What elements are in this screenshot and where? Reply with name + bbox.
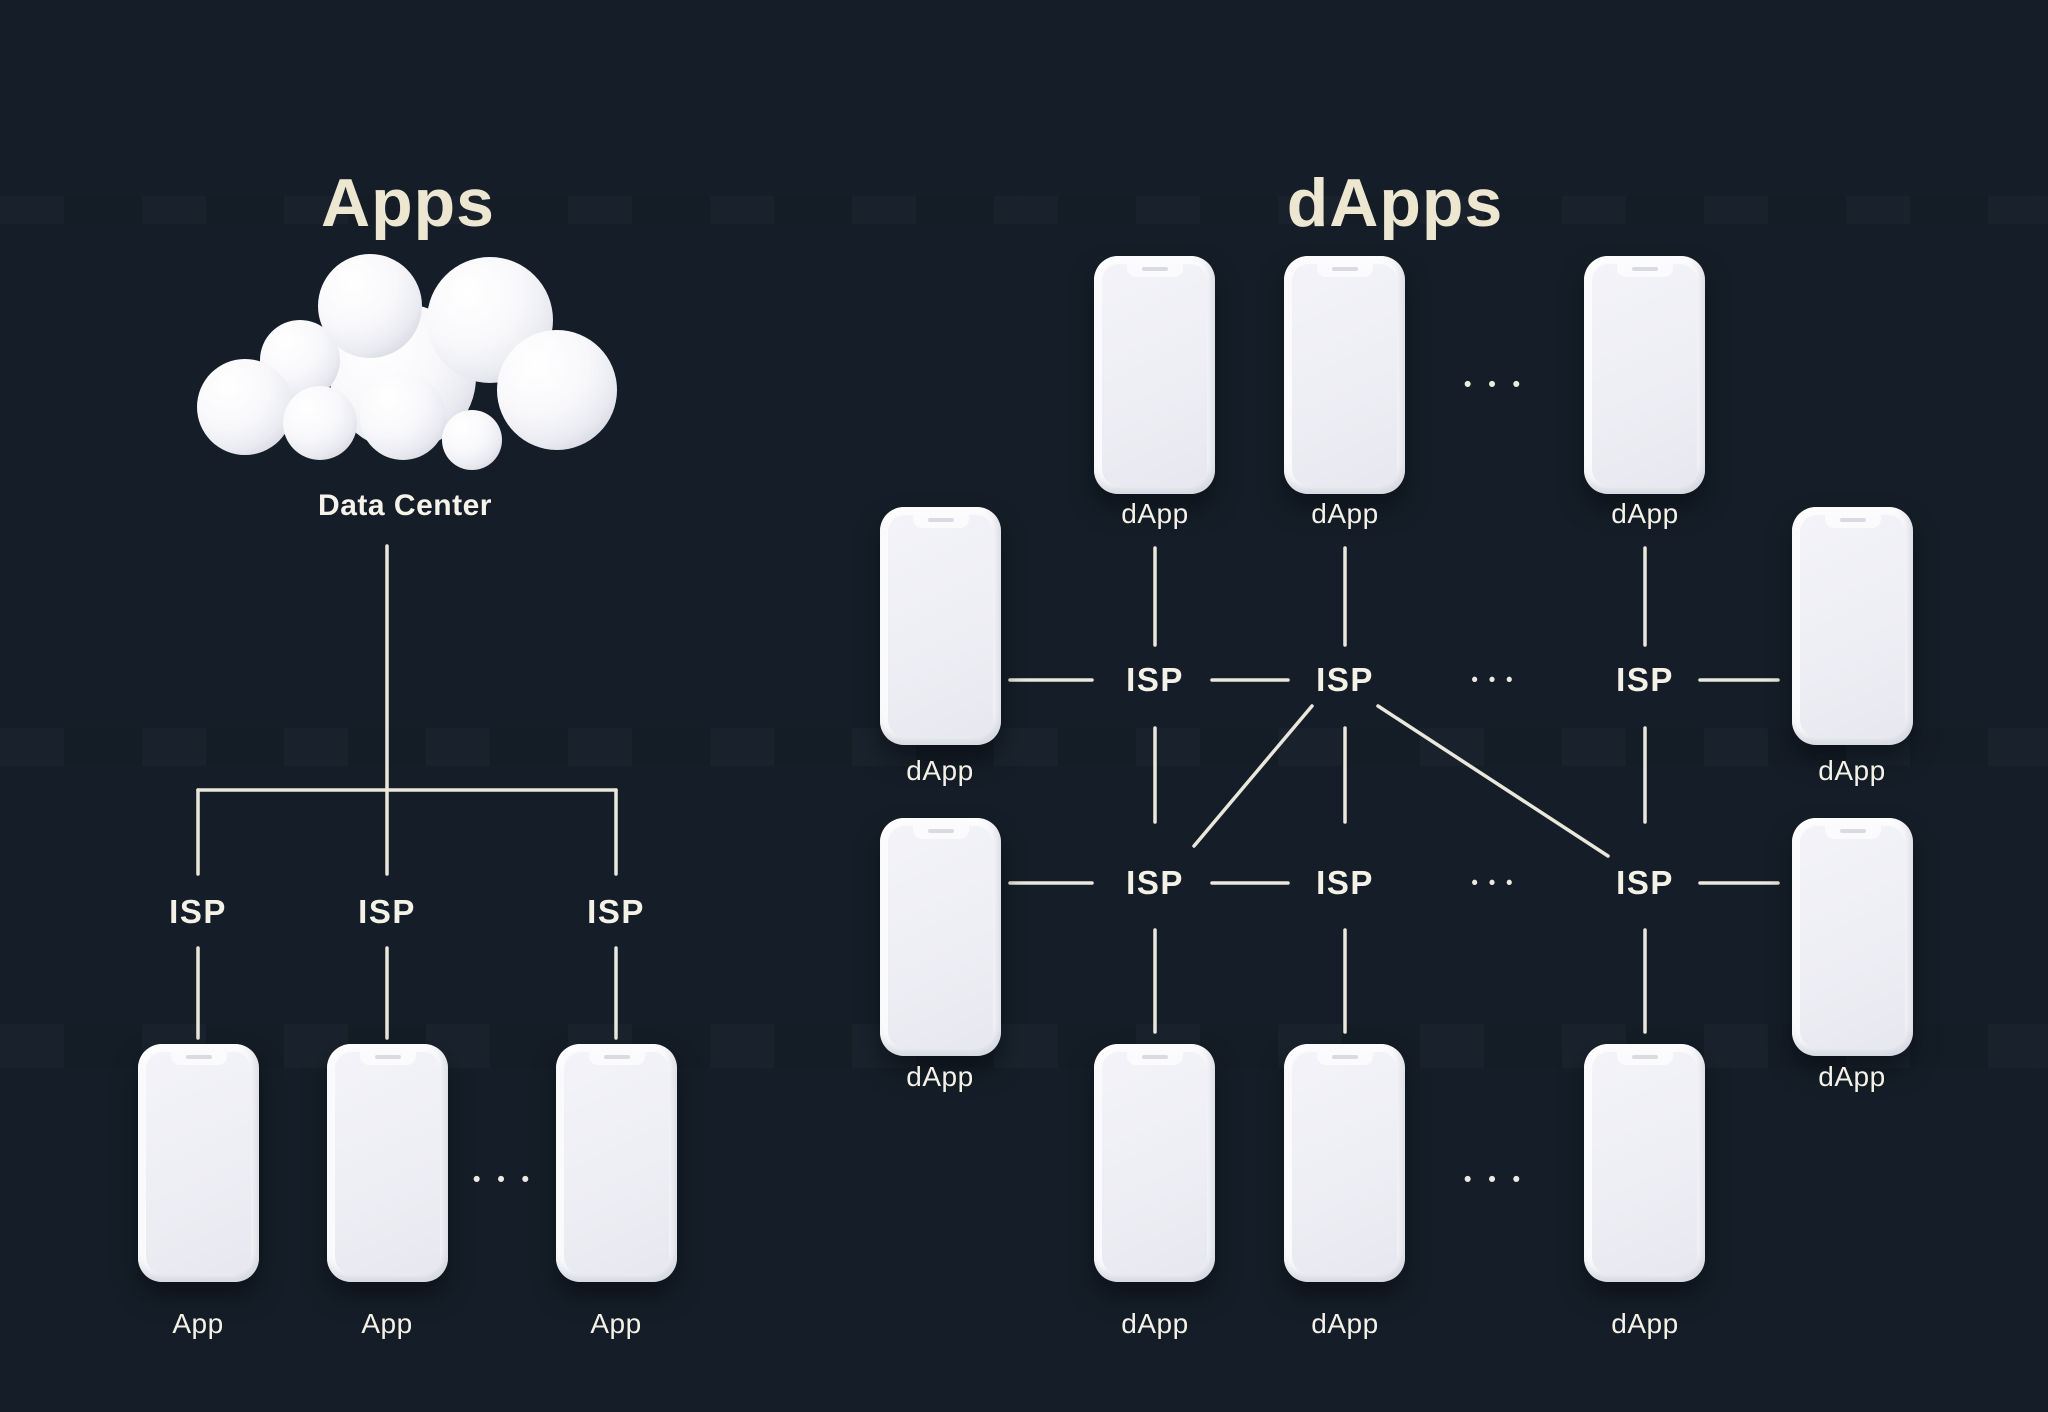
left-ellipsis-dots: ••• <box>472 1168 547 1191</box>
dapp-phone-left-lower <box>880 818 1001 1056</box>
left-isp-node-3: ISP <box>587 893 645 930</box>
phone-notch <box>588 1052 645 1065</box>
phone-speaker-icon <box>1839 829 1866 833</box>
phone-speaker-icon <box>927 829 954 833</box>
dapp-phone-bottom-3 <box>1584 1044 1705 1282</box>
phone-speaker-icon <box>1331 267 1358 271</box>
dapp-phone-top-3 <box>1584 256 1705 494</box>
phone-screen <box>564 1052 669 1274</box>
right-isp-row2-node-1: ISP <box>1126 864 1184 901</box>
phone-screen <box>1800 826 1905 1048</box>
phone-screen <box>1102 264 1207 486</box>
dapp-phone-right-lower-label: dApp <box>1818 1061 1886 1092</box>
phone-notch <box>1126 1052 1183 1065</box>
dapps-title: dApps <box>1286 164 1504 241</box>
app-phone-label-2: App <box>361 1308 413 1339</box>
dapp-phone-left-lower-label: dApp <box>906 1061 974 1092</box>
phone-screen <box>1592 1052 1697 1274</box>
phone-notch <box>1316 1052 1373 1065</box>
right-isp-row1-node-3: ISP <box>1616 661 1674 698</box>
bottom-ellipsis-dots: ••• <box>1463 1168 1538 1191</box>
top-ellipsis-dots: ••• <box>1463 373 1538 396</box>
phone-speaker-icon <box>1141 1055 1168 1059</box>
dapp-phone-bottom-label-2: dApp <box>1311 1308 1379 1339</box>
dapp-phone-top-label-3: dApp <box>1611 498 1679 529</box>
phone-speaker-icon <box>374 1055 401 1059</box>
isp-diagonal-line-1 <box>1192 704 1314 848</box>
right-isp-row1-node-2: ISP <box>1316 661 1374 698</box>
right-isp-row1-node-1: ISP <box>1126 661 1184 698</box>
phone-notch <box>1824 515 1881 528</box>
phone-screen <box>888 826 993 1048</box>
isp-row1-ellipsis-dots: ••• <box>1471 669 1524 690</box>
dapp-phone-bottom-1 <box>1094 1044 1215 1282</box>
phone-speaker-icon <box>927 518 954 522</box>
phone-notch <box>170 1052 227 1065</box>
dapp-phone-right-upper-label: dApp <box>1818 755 1886 786</box>
phone-notch <box>1126 264 1183 277</box>
right-isp-row2-node-3: ISP <box>1616 864 1674 901</box>
app-phone-1 <box>138 1044 259 1282</box>
dapp-phone-top-label-1: dApp <box>1121 498 1189 529</box>
phone-notch <box>912 515 969 528</box>
phone-speaker-icon <box>603 1055 630 1059</box>
phone-screen <box>1800 515 1905 737</box>
phone-screen <box>335 1052 440 1274</box>
phone-notch <box>359 1052 416 1065</box>
app-phone-label-1: App <box>172 1308 224 1339</box>
phone-screen <box>1102 1052 1207 1274</box>
isp-row2-ellipsis-dots: ••• <box>1471 872 1524 893</box>
phone-screen <box>888 515 993 737</box>
dapp-phone-right-upper <box>1792 507 1913 745</box>
app-phone-label-3: App <box>590 1308 642 1339</box>
data-center-cloud-icon <box>197 254 617 470</box>
dapp-phone-left-upper-label: dApp <box>906 755 974 786</box>
phone-speaker-icon <box>185 1055 212 1059</box>
phone-speaker-icon <box>1141 267 1168 271</box>
phone-screen <box>1292 264 1397 486</box>
phone-notch <box>1316 264 1373 277</box>
phone-speaker-icon <box>1331 1055 1358 1059</box>
isp-diagonal-line-2 <box>1376 704 1610 858</box>
dapp-phone-bottom-label-1: dApp <box>1121 1308 1189 1339</box>
dapp-phone-top-1 <box>1094 256 1215 494</box>
phone-notch <box>912 826 969 839</box>
phone-screen <box>146 1052 251 1274</box>
phone-notch <box>1616 1052 1673 1065</box>
data-center-label: Data Center <box>318 489 492 522</box>
app-phone-3 <box>556 1044 677 1282</box>
dapp-phone-left-upper <box>880 507 1001 745</box>
phone-speaker-icon <box>1631 1055 1658 1059</box>
phone-speaker-icon <box>1839 518 1866 522</box>
phone-notch <box>1616 264 1673 277</box>
phone-notch <box>1824 826 1881 839</box>
phone-screen <box>1292 1052 1397 1274</box>
dapp-phone-top-label-2: dApp <box>1311 498 1379 529</box>
dapp-phone-right-lower <box>1792 818 1913 1056</box>
dapp-phone-bottom-label-3: dApp <box>1611 1308 1679 1339</box>
phone-speaker-icon <box>1631 267 1658 271</box>
app-phone-2 <box>327 1044 448 1282</box>
dapp-phone-top-2 <box>1284 256 1405 494</box>
apps-title: Apps <box>321 164 495 241</box>
left-isp-node-2: ISP <box>358 893 416 930</box>
right-isp-row2-node-2: ISP <box>1316 864 1374 901</box>
phone-screen <box>1592 264 1697 486</box>
dapp-phone-bottom-2 <box>1284 1044 1405 1282</box>
left-isp-node-1: ISP <box>169 893 227 930</box>
